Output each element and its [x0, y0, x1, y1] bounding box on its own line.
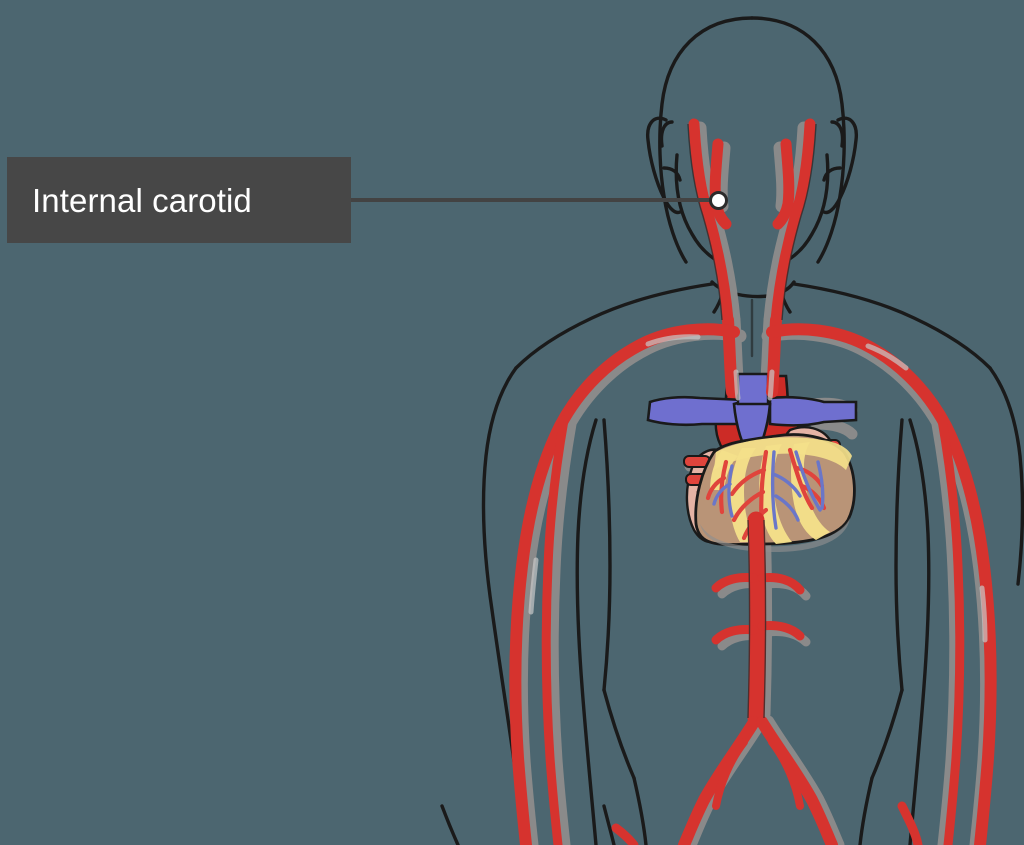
- artery-layer: [509, 118, 997, 845]
- radial-artery-left: [541, 415, 569, 845]
- artery-highlights: [528, 334, 988, 643]
- femoral-artery-left-hint: [611, 823, 639, 845]
- brachiocephalic-vein-right: [768, 395, 858, 427]
- epicardial-fat-upper-band: [714, 437, 852, 470]
- structure-marker-dot[interactable]: [709, 191, 728, 210]
- subclavian-axillary-brachial-right: [766, 323, 997, 845]
- ear-right-lobe: [822, 166, 842, 182]
- external-carotid-right: [772, 138, 795, 230]
- heart-group: [646, 372, 858, 552]
- brachial-branch-left-shadow: [545, 417, 577, 845]
- ear-right-inner: [830, 120, 845, 148]
- ear-left-inner: [659, 120, 674, 148]
- shoulder-right-outline: [792, 282, 992, 370]
- torso-left-outline: [602, 418, 612, 692]
- hand-left-outline: [602, 804, 616, 845]
- forearm-left-outline: [440, 804, 460, 845]
- label-callout-internal-carotid[interactable]: Internal carotid: [7, 157, 351, 243]
- body-outline-group: [440, 16, 1024, 845]
- internal-carotid-left: [688, 118, 734, 326]
- leader-line: [351, 198, 715, 202]
- arm-right-inner-outline: [908, 418, 931, 845]
- internal-iliac-right: [768, 738, 804, 810]
- hip-left-outline: [602, 688, 636, 780]
- head-outline-right: [750, 16, 846, 264]
- arm-left-inner-outline: [575, 418, 598, 845]
- ear-left-lobe: [662, 166, 682, 182]
- label-text: Internal carotid: [32, 181, 252, 219]
- aorta-branch-left-upper: [711, 573, 759, 593]
- radial-artery-right: [937, 415, 965, 845]
- artery-edge-lines: [687, 123, 817, 719]
- head-outline: [658, 16, 754, 264]
- svc-upper-stub: [736, 372, 770, 406]
- shoulder-left-outline: [514, 282, 714, 370]
- arm-right-outer-outline: [988, 366, 1024, 586]
- internal-iliac-left: [712, 738, 748, 810]
- hip-right-outline: [870, 688, 904, 780]
- torso-right-outline: [894, 418, 904, 692]
- internal-carotid-right: [770, 118, 816, 326]
- subclavian-axillary-brachial-left: [509, 323, 740, 845]
- coronary-veins: [712, 450, 825, 530]
- thigh-left-outline: [632, 776, 648, 845]
- thigh-right-outline: [858, 776, 874, 845]
- ear-left-outline: [646, 116, 682, 215]
- femoral-artery-right-hint: [897, 801, 923, 845]
- external-carotid-right-shadow: [773, 141, 790, 213]
- heart-lower-shading: [700, 518, 850, 552]
- ear-right-outline: [822, 116, 858, 215]
- descending-aorta: [747, 511, 766, 727]
- brachiocephalic-vein-left: [646, 395, 746, 427]
